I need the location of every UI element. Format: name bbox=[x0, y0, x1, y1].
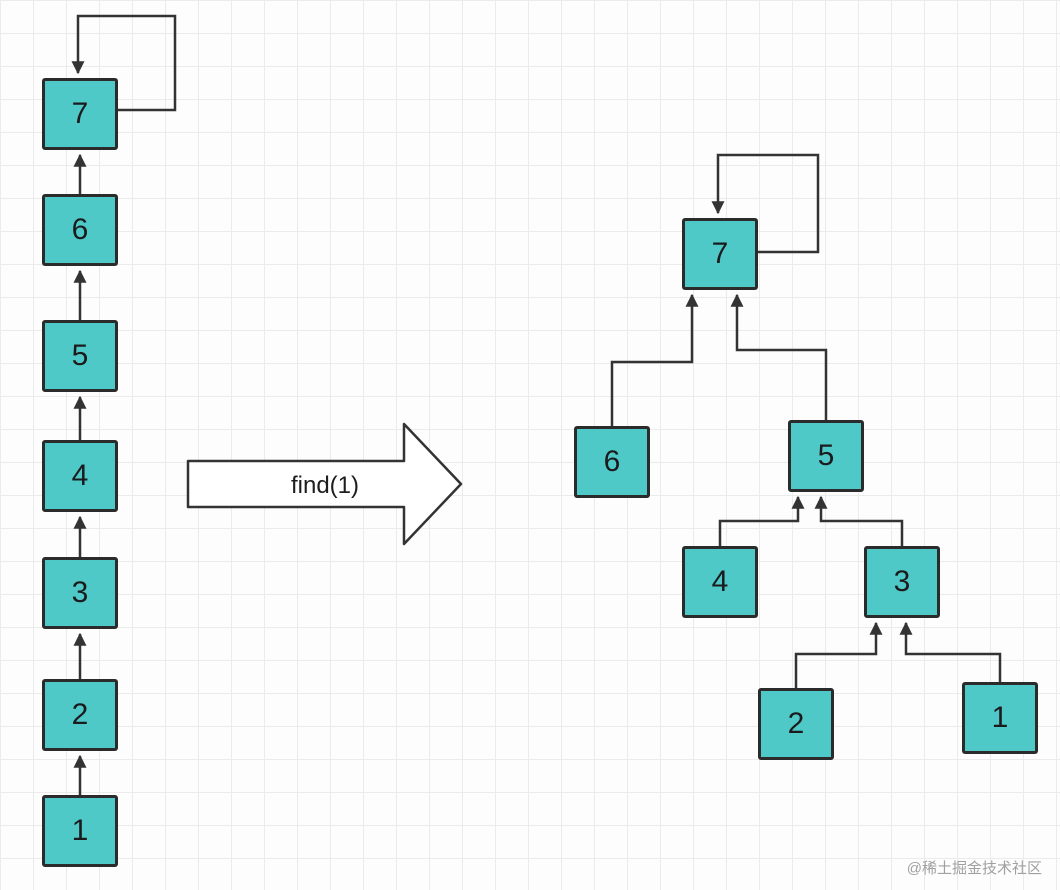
tree-node-7: 7 bbox=[682, 218, 758, 290]
watermark: @稀土掘金技术社区 bbox=[906, 860, 1042, 877]
find-arrow bbox=[186, 422, 463, 546]
tree-node-3: 3 bbox=[864, 546, 940, 618]
tree-node-5: 5 bbox=[788, 420, 864, 492]
tree-node-2: 2 bbox=[758, 688, 834, 760]
arrow-tree-1-to-3 bbox=[899, 621, 1002, 682]
tree-node-1: 1 bbox=[962, 682, 1038, 754]
arrow-tree-4-to-5 bbox=[718, 495, 805, 546]
tree-node-4: 4 bbox=[682, 546, 758, 618]
arrow-7-self-loop-left bbox=[71, 14, 177, 112]
arrow-7-self-loop-right bbox=[711, 153, 820, 254]
chain-node-1: 1 bbox=[42, 795, 118, 867]
arrow-tree-5-to-7 bbox=[730, 293, 828, 420]
tree-node-6: 6 bbox=[574, 426, 650, 498]
arrow-tree-3-to-5 bbox=[814, 495, 904, 546]
chain-node-5: 5 bbox=[42, 320, 118, 392]
chain-node-3: 3 bbox=[42, 557, 118, 629]
arrow-tree-2-to-3 bbox=[794, 621, 883, 688]
arrow-tree-6-to-7 bbox=[610, 293, 699, 426]
chain-node-7: 7 bbox=[42, 78, 118, 150]
chain-node-4: 4 bbox=[42, 440, 118, 512]
chain-node-2: 2 bbox=[42, 679, 118, 751]
chain-node-6: 6 bbox=[42, 194, 118, 266]
find-label: find(1) bbox=[291, 472, 359, 499]
